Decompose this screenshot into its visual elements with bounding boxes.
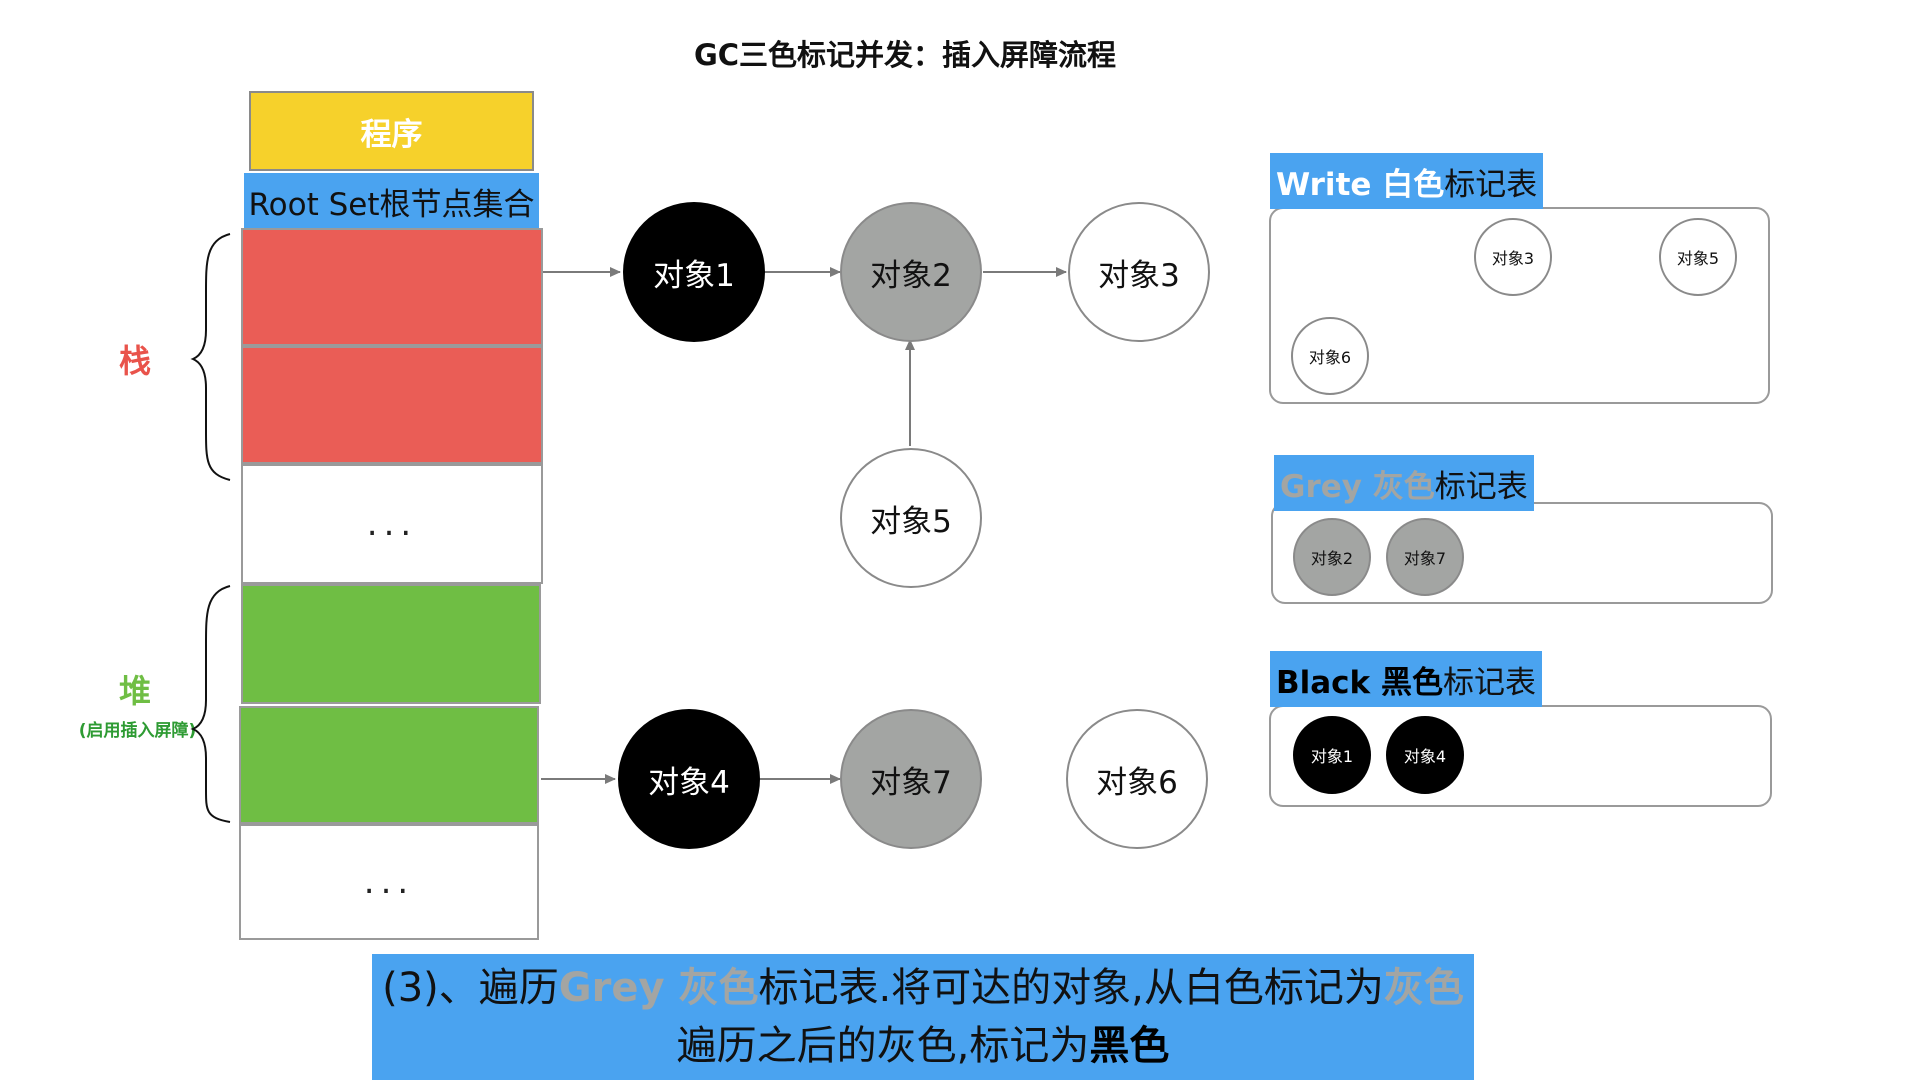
black-table-title: Black 黑色标记表 [1270, 651, 1542, 707]
black-table-item: 对象4 [1386, 716, 1464, 794]
node-obj4: 对象4 [618, 709, 760, 849]
caption-grey-word: 灰色 [1383, 965, 1464, 1011]
node-obj3: 对象3 [1068, 202, 1210, 342]
white-table-item: 对象6 [1291, 317, 1369, 395]
stack-brace [190, 233, 231, 481]
white-table-title: Write 白色标记表 [1270, 153, 1544, 209]
black-table-title-cn: 标记表 [1442, 664, 1536, 701]
heap-label: 堆 [118, 672, 151, 710]
stack-cell-2 [241, 346, 543, 464]
heap-sublabel: (启用插入屏障) [78, 721, 197, 741]
grey-table-title-en: Grey 灰色 [1280, 468, 1435, 505]
program-box: 程序 [249, 91, 534, 171]
node-obj2: 对象2 [840, 202, 982, 342]
caption-text: (3)、遍历 [382, 965, 559, 1011]
stack-cell-1 [241, 228, 543, 346]
white-table-item: 对象5 [1659, 218, 1737, 296]
heap-cell-1 [241, 584, 541, 704]
heap-cell-2 [239, 706, 539, 824]
node-obj7: 对象7 [840, 709, 982, 849]
grey-table-title: Grey 灰色标记表 [1274, 455, 1534, 511]
diagram-title: GC三色标记并发：插入屏障流程 [693, 38, 1117, 72]
node-obj1: 对象1 [623, 202, 765, 342]
black-table-item: 对象1 [1293, 716, 1371, 794]
caption-line-1: (3)、遍历Grey 灰色标记表.将可达的对象,从白色标记为灰色 [382, 959, 1464, 1017]
caption-line-2: 遍历之后的灰色,标记为黑色 [677, 1017, 1170, 1075]
node-obj6: 对象6 [1066, 709, 1208, 849]
stack-cell-ellipsis: ... [241, 464, 543, 584]
caption-text: 标记表.将可达的对象,从白色标记为 [758, 965, 1384, 1011]
caption-box: (3)、遍历Grey 灰色标记表.将可达的对象,从白色标记为灰色 遍历之后的灰色… [372, 954, 1474, 1080]
heap-cell-ellipsis: ... [239, 824, 539, 940]
caption-grey-term: Grey 灰色 [558, 965, 759, 1011]
white-table-title-cn: 标记表 [1444, 166, 1538, 203]
grey-table-title-cn: 标记表 [1434, 468, 1528, 505]
caption-black-word: 黑色 [1089, 1023, 1170, 1069]
heap-brace [190, 585, 231, 823]
root-set-header: Root Set根节点集合 [244, 173, 539, 229]
node-obj5: 对象5 [840, 448, 982, 588]
grey-table-item: 对象2 [1293, 518, 1371, 596]
black-table-title-en: Black 黑色 [1276, 664, 1443, 701]
caption-text: 遍历之后的灰色,标记为 [676, 1023, 1090, 1069]
white-table-item: 对象3 [1474, 218, 1552, 296]
grey-table-item: 对象7 [1386, 518, 1464, 596]
white-table-title-en: Write 白色 [1276, 166, 1445, 203]
stack-label: 栈 [118, 342, 151, 380]
